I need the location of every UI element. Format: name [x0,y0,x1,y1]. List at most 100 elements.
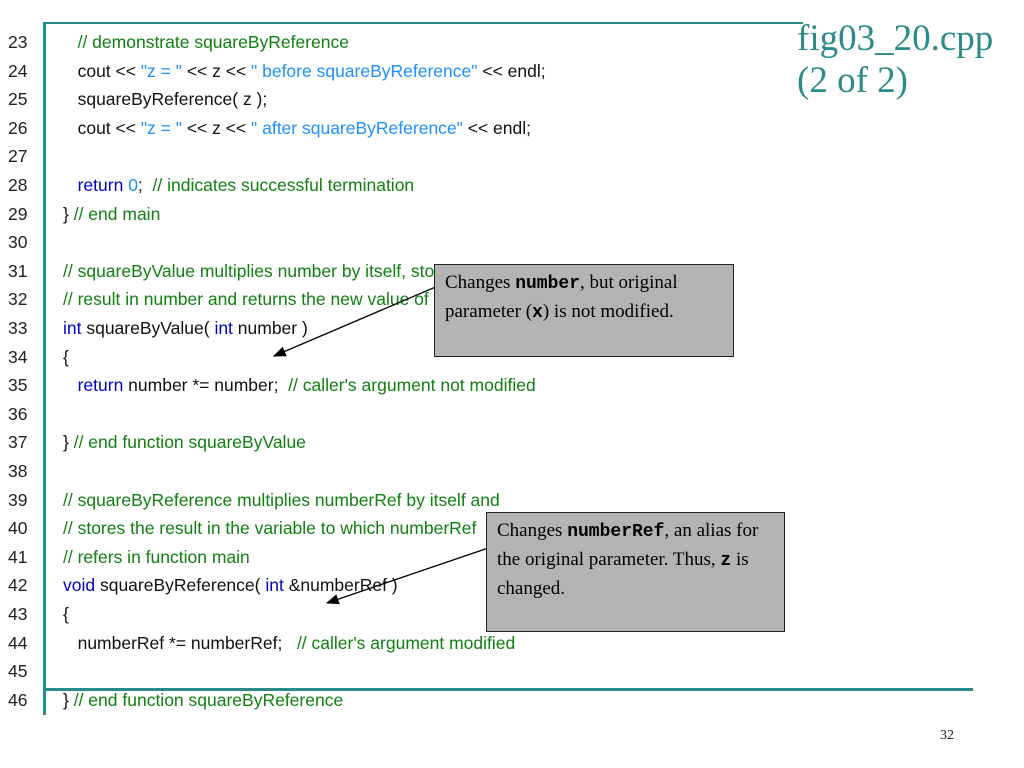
code-line: 38 [0,457,1000,485]
code-line: 37} // end function squareByValue [0,428,1000,456]
code-keyword: return [77,375,124,396]
code-line: 29} // end main [0,200,1000,228]
line-number: 33 [8,318,28,338]
code-text: return 0; // indicates successful termin… [63,171,415,199]
code-keyword: void [63,575,96,596]
code-comment: // indicates successful termination [152,175,415,195]
line-number: 36 [8,403,28,424]
arrow-by-reference [325,543,501,605]
line-number: 39 [8,489,28,510]
code-text: return number *= number; // caller's arg… [63,371,536,399]
code-token: squareByValue( [81,318,215,338]
page-number: 32 [940,728,954,743]
code-line: 24 cout << "z = " << z << " before squar… [0,57,1000,85]
code-keyword: int [214,318,233,338]
line-number: 41 [8,546,28,567]
code-token: squareByReference( [95,575,266,596]
code-token: ; [137,175,153,195]
code-line: 28 return 0; // indicates successful ter… [0,171,1000,199]
line-number: 45 [8,661,28,682]
code-text: // refers in function main [63,543,250,571]
code-comment: // end main [73,203,161,224]
callout-by-value: Changes number, but original parameter (… [434,264,734,357]
code-literal: 0 [128,175,138,195]
code-text: squareByReference( z ); [63,85,268,113]
code-comment: // end function squareByReference [73,689,344,710]
line-number: 43 [8,604,28,624]
line-number: 46 [8,689,28,710]
callout-by-value-code-number: number [515,274,580,294]
code-line: 46} // end function squareByReference [0,686,1000,714]
code-line: 40// stores the result in the variable t… [0,514,1000,542]
line-number: 27 [8,146,28,167]
code-line: 41 // refers in function main [0,543,1000,571]
slide-title-part: (2 of 2) [797,60,908,101]
callout-by-value-text-post: ) is not modified. [542,301,674,322]
line-number: 30 [8,232,28,253]
arrow-by-value [272,279,453,357]
code-token: { [63,604,69,624]
callout-by-reference-code-numberref: numberRef [567,522,665,542]
code-token: number *= number; [123,375,289,396]
code-token: } [63,432,74,453]
callout-by-reference-text-post: is changed. [497,549,749,599]
code-line: 44 numberRef *= numberRef; // caller's a… [0,629,1000,657]
callout-by-value-text-pre: Changes [445,272,516,293]
slide-title-filename: fig03_20.cpp [797,18,994,59]
code-line: 35 return number *= number; // caller's … [0,371,1000,399]
callout-by-reference: Changes numberRef, an alias for the orig… [486,512,785,632]
callout-by-value-code-x: x [532,303,543,323]
code-line: 25 squareByReference( z ); [0,85,1000,113]
callout-by-reference-text-pre: Changes [497,520,568,541]
line-number: 25 [8,89,28,110]
code-literal: " after squareByReference" [251,117,463,138]
callout-by-reference-text-mid: , an alias for the original parameter. T… [497,520,759,570]
code-line: 30 [0,228,1000,256]
code-comment: // end function squareByValue [73,432,306,453]
code-line: 45 [0,657,1000,685]
code-line: 39 // squareByReference multiplies number… [0,486,1000,514]
code-line: 36 [0,400,1000,428]
code-token: number ) [232,318,308,338]
code-token: << endl; [477,60,546,81]
line-number: 37 [8,432,28,453]
code-text: } // end function squareByValue [63,428,306,456]
left-accent-rule [43,22,46,715]
code-text: { [63,343,69,371]
code-token: } [63,203,74,224]
top-accent-rule [43,22,803,24]
code-literal: "z = " [140,60,182,81]
line-number: 23 [8,32,28,52]
line-number: 28 [8,175,28,195]
code-token: << z << [181,117,252,138]
line-number: 34 [8,346,28,367]
code-keyword: int [265,575,284,596]
code-text: { [63,600,69,628]
code-line: 26 cout << "z = " << z << " after square… [0,114,1000,142]
line-number: 42 [8,575,28,596]
code-comment: // stores the result in the variable to … [63,518,477,539]
code-comment: // refers in function main [63,546,250,567]
code-text: } // end function squareByReference [63,686,343,714]
code-comment: // squareByReference multiplies numberRe… [63,489,500,510]
code-text: cout << "z = " << z << " before squareBy… [63,57,546,85]
code-token: } [63,689,74,710]
line-number: 32 [8,289,28,310]
code-token: { [63,346,69,367]
code-text: // squareByReference multiplies numberRe… [63,486,500,514]
code-line: 27 [0,142,1000,170]
line-number: 38 [8,461,28,481]
line-number: 24 [8,60,28,81]
code-literal: " before squareByReference" [251,60,478,81]
line-number: 26 [8,117,28,138]
line-number: 29 [8,203,28,224]
callout-by-value-text-mid: , but original parameter ( [445,272,678,322]
line-number: 35 [8,375,28,396]
code-text: // stores the result in the variable to … [63,514,476,542]
code-line: 23 // demonstrate squareByReference [0,28,1000,56]
code-text: } // end main [63,200,160,228]
line-number: 44 [8,632,28,653]
bottom-accent-rule [43,688,973,691]
